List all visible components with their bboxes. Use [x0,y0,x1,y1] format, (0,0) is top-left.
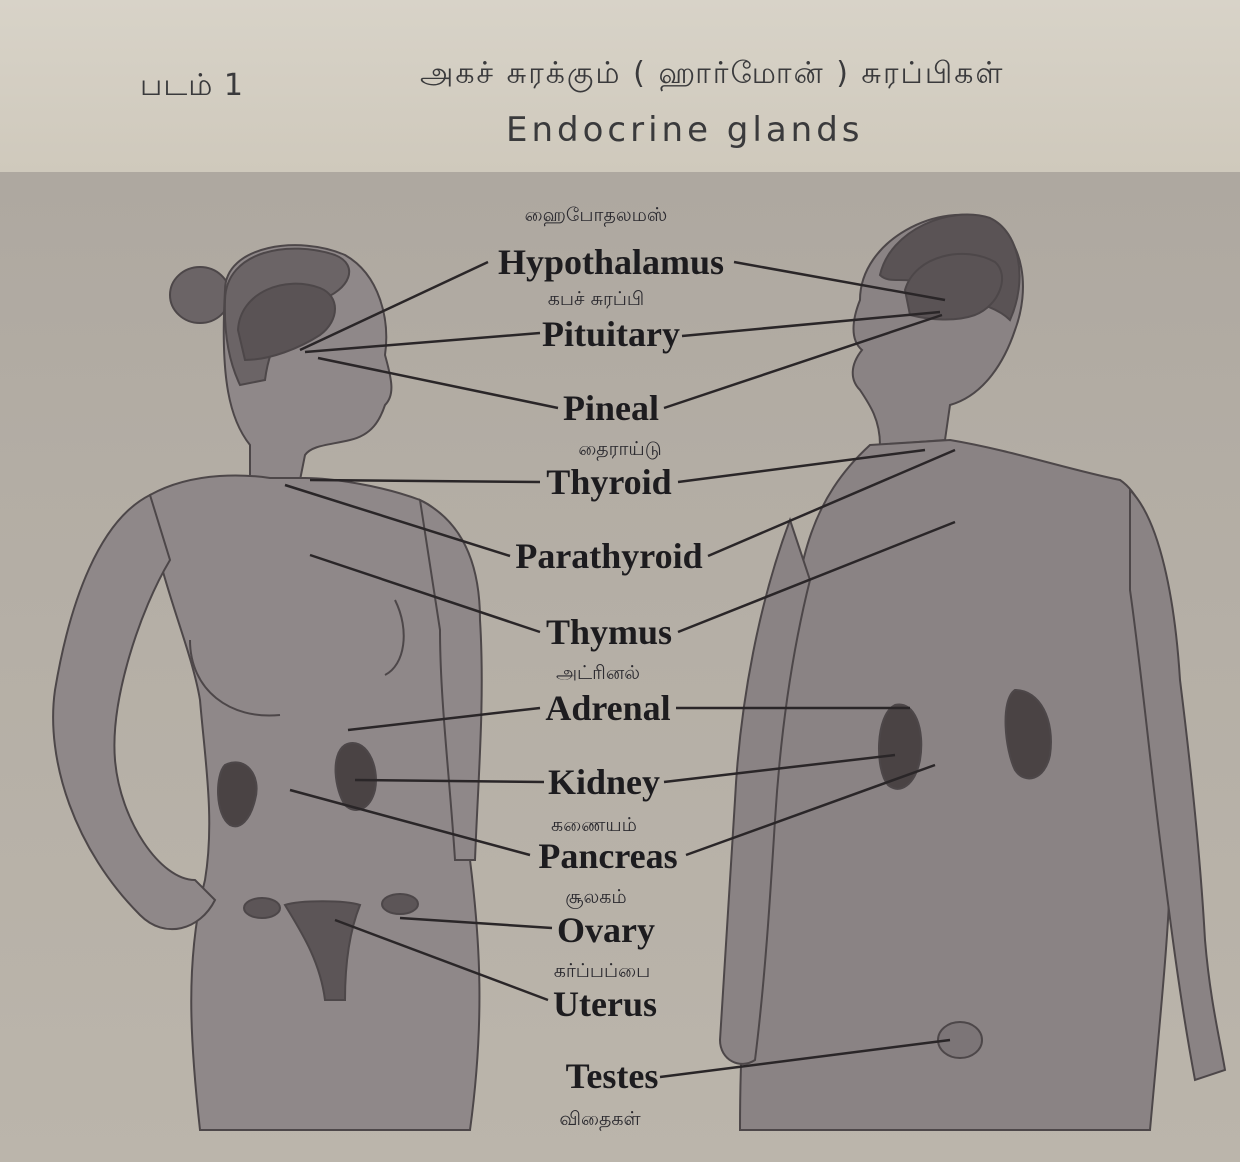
label-testes: Testes [566,1058,659,1094]
tamil-uterus: கர்ப்பப்பை [554,962,651,981]
tamil-adrenal: அட்ரினல் [556,664,640,683]
male-kidney-left [879,704,921,788]
label-adrenal: Adrenal [545,690,670,726]
female-ovary-left [244,898,280,918]
tamil-pancreas: கணையம் [551,816,637,835]
tamil-ovary: சூலகம் [565,888,626,907]
label-parathyroid: Parathyroid [515,538,702,574]
label-pineal: Pineal [563,390,659,426]
label-pituitary: Pituitary [542,316,680,352]
label-pancreas: Pancreas [538,838,677,874]
male-figure [720,215,1225,1130]
female-ovary-right [382,894,418,914]
tamil-pituitary: கபச் சுரப்பி [548,290,645,309]
label-hypothalamus: Hypothalamus [498,244,724,280]
label-kidney: Kidney [548,764,660,800]
tamil-testes: விதைகள் [559,1110,640,1129]
label-ovary: Ovary [557,912,655,948]
label-thyroid: Thyroid [546,464,671,500]
label-thymus: Thymus [546,614,672,650]
tamil-thyroid: தைராய்டு [578,440,661,459]
female-torso [150,475,479,1130]
label-uterus: Uterus [553,986,657,1022]
female-hair-bun [170,267,230,323]
tamil-hypothalamus: ஹைபோதலமஸ் [525,206,668,225]
